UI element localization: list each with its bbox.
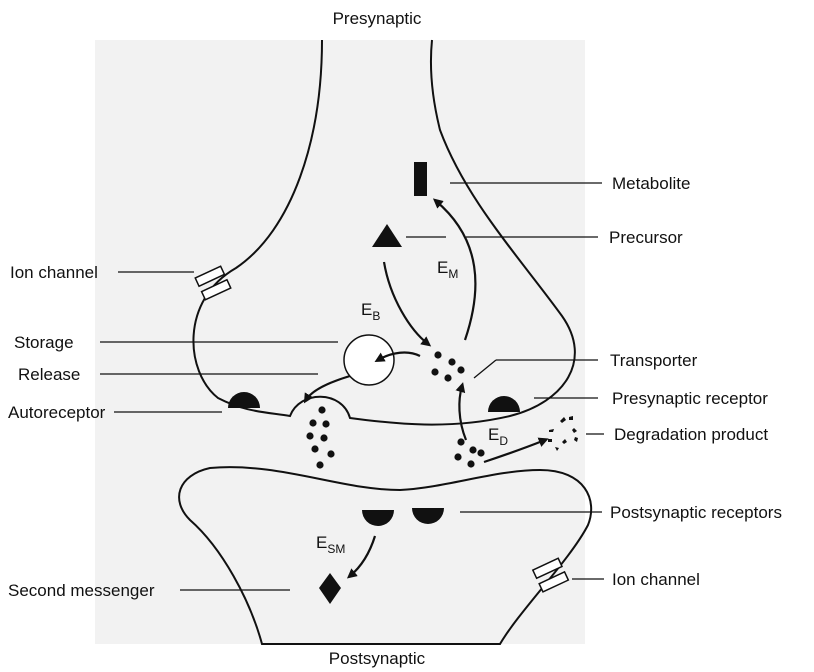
degradation-product-label: Degradation product <box>614 425 768 444</box>
postsynaptic-title: Postsynaptic <box>329 649 426 668</box>
presynaptic-receptor-label: Presynaptic receptor <box>612 389 768 408</box>
metabolite-shape <box>414 162 427 196</box>
ion-channel-pre-label: Ion channel <box>10 263 98 282</box>
transporter-label: Transporter <box>610 351 698 370</box>
ion-channel-post-label: Ion channel <box>612 570 700 589</box>
postsynaptic-receptors-label: Postsynaptic receptors <box>610 503 782 522</box>
precursor-label: Precursor <box>609 228 683 247</box>
metabolite-label: Metabolite <box>612 174 690 193</box>
release-label: Release <box>18 365 80 384</box>
autoreceptor-label: Autoreceptor <box>8 403 106 422</box>
storage-vesicle <box>344 335 394 385</box>
second-messenger-label: Second messenger <box>8 581 155 600</box>
presynaptic-title: Presynaptic <box>333 9 422 28</box>
storage-label: Storage <box>14 333 74 352</box>
